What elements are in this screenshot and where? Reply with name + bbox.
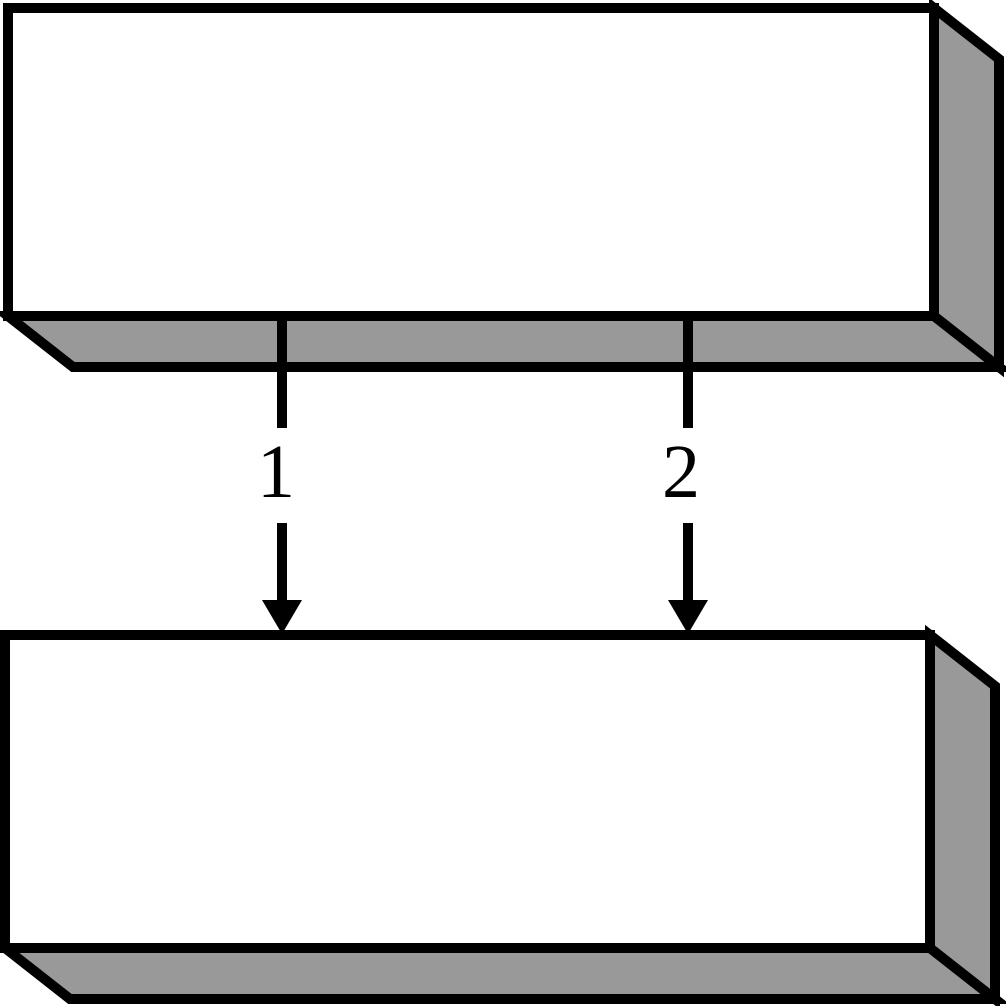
arrow-2: 2 — [662, 316, 708, 634]
arrow-2-down-arrow-icon — [668, 600, 708, 634]
upper-slab — [0, 0, 1006, 378]
lower-slab-right-face — [925, 624, 1000, 1006]
arrow-1: 1 — [257, 316, 302, 634]
upper-slab-right-face — [929, 0, 1004, 378]
arrow-2-label: 2 — [662, 430, 700, 514]
lower-slab — [0, 624, 1006, 1006]
upper-slab-front-face — [3, 3, 939, 321]
lower-slab-bottom-face — [0, 943, 1006, 1004]
arrow-1-down-arrow-icon — [262, 600, 302, 634]
arrow-1-label: 1 — [257, 430, 295, 514]
upper-slab-bottom-face — [0, 311, 1006, 372]
lower-slab-front-face — [0, 630, 935, 953]
